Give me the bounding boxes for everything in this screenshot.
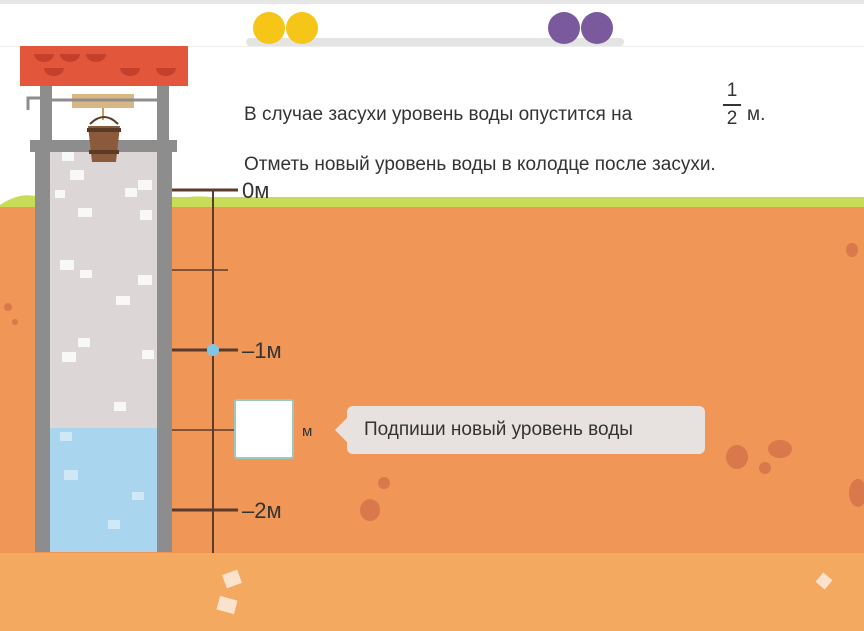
hint-text: Подпиши новый уровень воды <box>364 419 633 440</box>
water-level-input[interactable] <box>234 399 294 459</box>
question-line1-unit: м. <box>747 104 766 125</box>
ruler-label-0m: 0м <box>242 178 270 203</box>
progress-dot-yellow-1 <box>253 12 285 44</box>
fraction-denominator: 2 <box>726 108 738 129</box>
well-illustration <box>26 85 177 552</box>
ground-bottom-layer <box>0 553 864 631</box>
bucket-icon <box>87 116 121 162</box>
question-line2-text: Отметь новый уровень воды в колодце посл… <box>244 154 716 175</box>
roof-icon <box>20 46 188 86</box>
ruler-label-minus-1m: –1м <box>242 338 282 363</box>
progress-dot-purple-1 <box>548 12 580 44</box>
progress-dot-purple-2 <box>581 12 613 44</box>
ruler-label-minus-2m: –2м <box>242 498 282 523</box>
question-line1-text: В случае засухи уровень воды опустится н… <box>244 104 633 125</box>
progress-track <box>246 38 624 46</box>
progress-dot-yellow-2 <box>286 12 318 44</box>
ruler-marker-dot <box>207 344 219 356</box>
fraction-numerator: 1 <box>726 80 738 101</box>
ground-pebbles <box>4 243 864 615</box>
hint-tooltip: Подпиши новый уровень воды <box>335 406 705 454</box>
fraction-one-half: 1 2 <box>723 80 741 130</box>
answer-unit-label: м <box>302 423 313 440</box>
fraction-bar <box>723 104 741 106</box>
